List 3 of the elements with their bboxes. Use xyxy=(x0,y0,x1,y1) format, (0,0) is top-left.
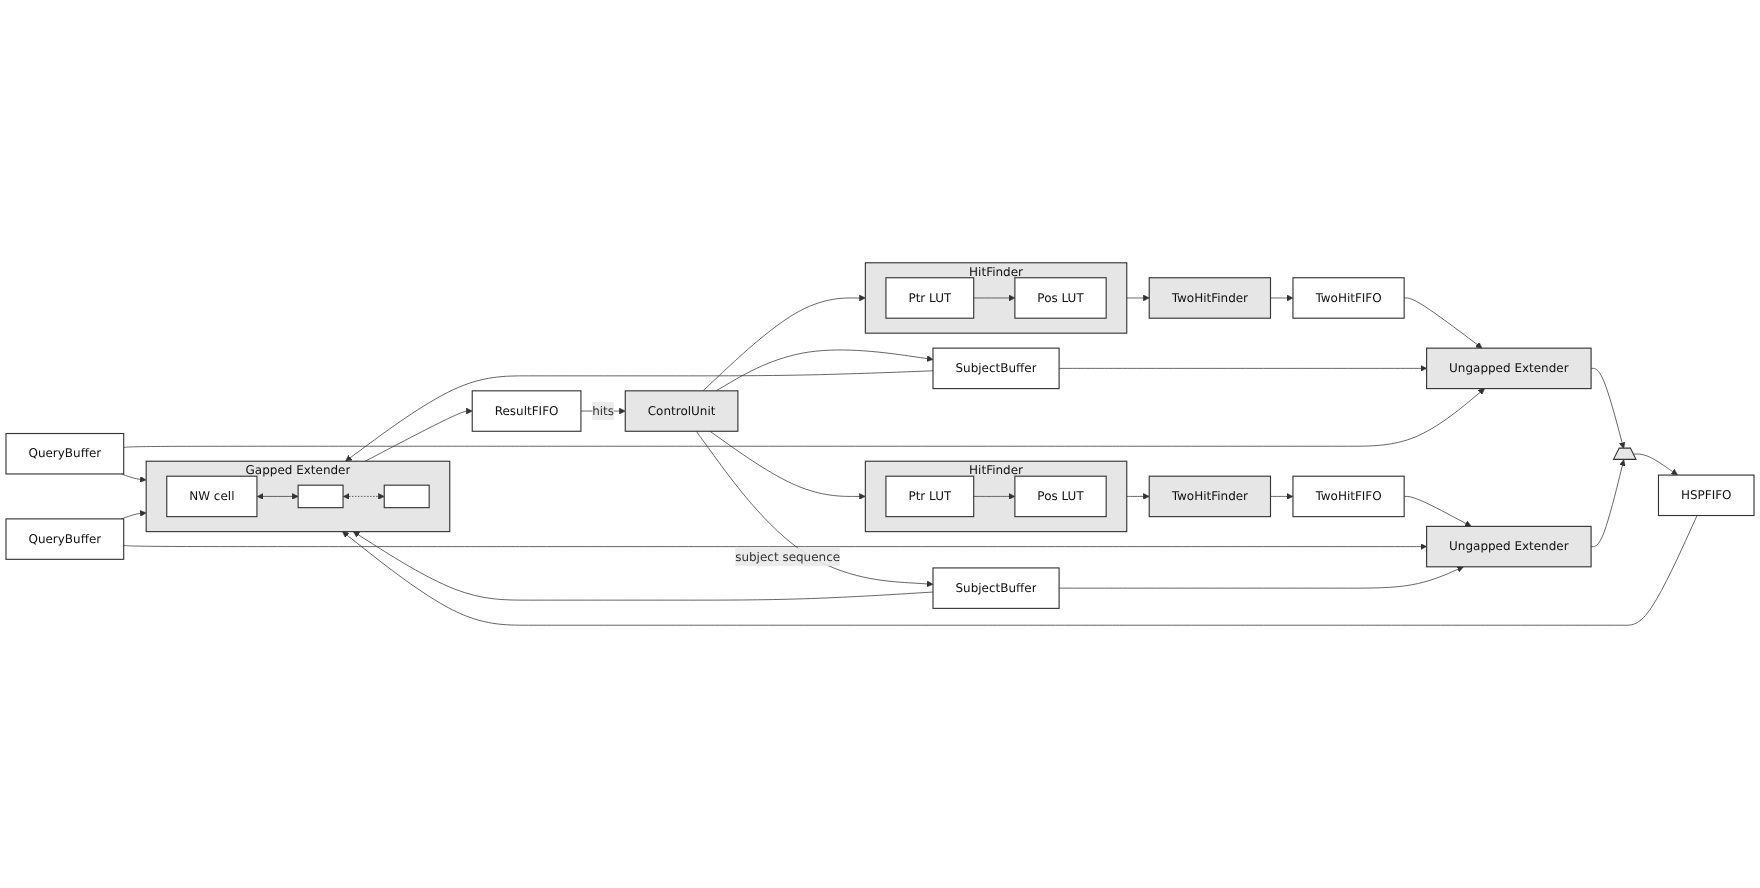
node-trapezoid xyxy=(1612,447,1637,460)
node-box xyxy=(383,484,430,509)
node-box xyxy=(297,484,344,509)
